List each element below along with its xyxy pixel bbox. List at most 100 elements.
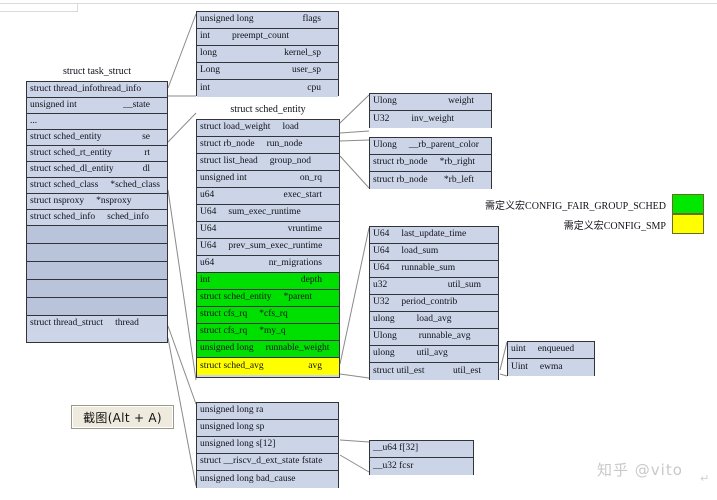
field-type: U64 xyxy=(200,241,217,252)
field-type: struct thread_info xyxy=(30,83,98,94)
field-type: int xyxy=(200,31,211,42)
field-name: preempt_count xyxy=(232,31,290,42)
field-name: weight xyxy=(448,96,474,107)
field-name: run_node xyxy=(266,139,303,150)
field-name: period_contrib xyxy=(401,297,458,308)
legend-smp-label: 需定义宏CONFIG_SMP xyxy=(563,221,666,232)
field-name: dl xyxy=(142,163,150,174)
field-name: vruntime xyxy=(287,224,322,235)
field-name: sched_info xyxy=(107,211,149,222)
field-name: runnable_weight xyxy=(265,343,330,354)
field-name: load_sum xyxy=(401,246,439,257)
watermark: 知乎 @vito xyxy=(597,461,683,479)
field-type: __u64 f[32] xyxy=(373,443,419,454)
field-type: struct sched_info xyxy=(30,211,96,222)
field-name: *rb_right xyxy=(439,157,475,168)
table-row: struct cfs_rq*cfs_rq xyxy=(197,307,339,324)
table-row: struct sched_rt_entity rt xyxy=(27,146,167,162)
field-name: util_est xyxy=(453,365,481,376)
field-type: struct load_weight xyxy=(200,122,271,133)
field-name: __state xyxy=(123,99,150,110)
field-name: thread_info xyxy=(97,83,142,94)
field-type: ulong xyxy=(373,314,395,325)
field-type: struct rb_node xyxy=(373,174,428,185)
field-type: Ulong xyxy=(373,96,397,107)
field-type: __u32 fcsr xyxy=(373,460,414,471)
table-row: unsigned int__state xyxy=(27,98,167,114)
field-type: u64 xyxy=(200,258,215,269)
table-row xyxy=(27,226,167,244)
rb-node-box: Ulong __rb_parent_color struct rb_node *rb… xyxy=(369,137,492,189)
field-name: group_nod xyxy=(269,156,311,167)
field-type: unsigned long sp xyxy=(200,422,265,433)
field-name: util_sum xyxy=(447,280,481,291)
field-type: struct cfs_rq xyxy=(200,326,248,337)
field-type: struct sched_entity xyxy=(30,131,102,142)
fstate-box: __u64 f[32] __u32 fcsr xyxy=(369,440,474,475)
table-row: struct sched_dl_entity dl xyxy=(27,162,167,178)
field-type: struct sched_rt_entity xyxy=(30,147,113,158)
table-row xyxy=(27,280,167,298)
field-type: Long xyxy=(200,65,221,76)
page-frame-line-top2 xyxy=(0,11,78,12)
table-row xyxy=(27,298,167,316)
field-name: runnable_sum xyxy=(401,263,456,274)
table-row xyxy=(27,244,167,262)
field-name: flags xyxy=(302,14,321,25)
field-type: unsigned long bad_cause xyxy=(200,473,296,484)
field-name: load xyxy=(282,122,299,133)
field-type: long xyxy=(200,48,217,59)
table-row: struct nsproxy*nsproxy xyxy=(27,194,167,210)
page-frame-line-top xyxy=(0,3,717,4)
field-name: user_sp xyxy=(291,65,321,76)
legend-swatch-green xyxy=(672,194,704,214)
table-row: u32 util_sum xyxy=(370,278,498,295)
legend-swatch-yellow xyxy=(672,214,704,234)
table-row xyxy=(27,262,167,280)
field-type: struct nsproxy xyxy=(30,195,85,206)
thread-info-box: unsigned long flags int preempt_count long… xyxy=(196,11,339,97)
field-name: rt xyxy=(144,147,150,158)
field-type: ... xyxy=(30,115,38,126)
field-type: struct rb_node xyxy=(373,157,428,168)
field-type: struct sched_avg xyxy=(200,360,264,371)
field-name: on_rq xyxy=(299,173,322,184)
field-type: U64 xyxy=(373,263,390,274)
screenshot-button[interactable]: 截图(Alt + A) xyxy=(71,405,174,429)
table-row: unsigned long ra xyxy=(197,403,338,420)
field-type: U64 xyxy=(373,229,390,240)
field-name: ewma xyxy=(539,361,563,372)
field-type: u64 xyxy=(200,190,215,201)
field-type: struct list_head xyxy=(200,156,258,167)
field-name: *cfs_rq xyxy=(259,309,288,320)
field-type: unsigned long xyxy=(200,343,254,354)
sched-entity-title: struct sched_entity xyxy=(230,104,306,115)
field-type: u32 xyxy=(373,280,388,291)
page-frame-line-left xyxy=(77,3,78,12)
field-type: struct sched_dl_entity xyxy=(30,163,114,174)
field-name: __rb_parent_color xyxy=(408,140,479,151)
field-type: Ulong xyxy=(373,140,397,151)
table-row: struct load_weight load xyxy=(197,120,339,137)
field-type: U64 xyxy=(200,207,217,218)
field-name: depth xyxy=(300,275,322,286)
thread-struct-box: unsigned long ra unsigned long sp unsign… xyxy=(196,402,339,488)
field-type: unsigned long xyxy=(200,14,254,25)
field-type: Ulong xyxy=(373,331,397,342)
